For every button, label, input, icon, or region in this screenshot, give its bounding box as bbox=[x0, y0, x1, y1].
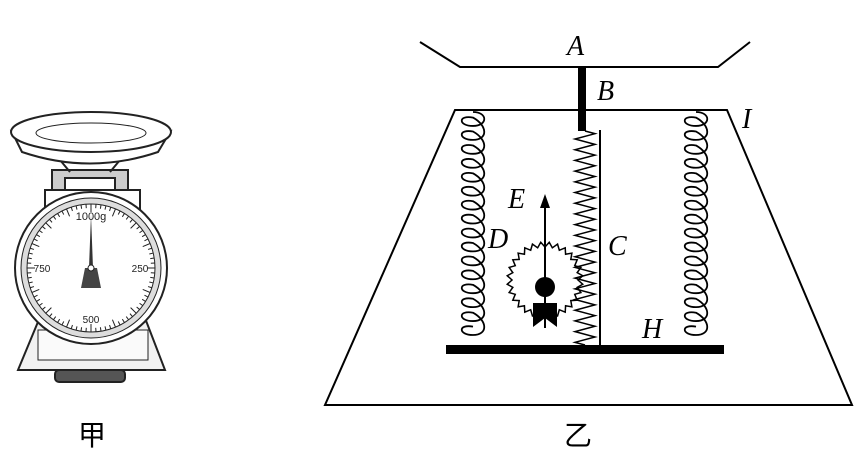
base-plate-H bbox=[446, 345, 724, 354]
counterweight bbox=[533, 303, 557, 327]
label-I: I bbox=[741, 104, 753, 135]
scale-needle bbox=[89, 215, 93, 268]
rod-B bbox=[578, 67, 586, 131]
left-spring bbox=[460, 111, 486, 336]
label-B: B bbox=[597, 76, 614, 107]
scale-mechanism bbox=[323, 41, 854, 406]
arrow-head-icon bbox=[540, 194, 550, 208]
caption-yi: 乙 bbox=[564, 419, 592, 452]
right-spring bbox=[683, 111, 709, 336]
label-H: H bbox=[641, 314, 664, 345]
dial-label-top: 1000g bbox=[76, 211, 107, 223]
gear-pivot bbox=[535, 277, 555, 297]
caption-jia: 甲 bbox=[78, 419, 106, 452]
dial-label-left: 750 bbox=[34, 264, 51, 275]
tray-A bbox=[419, 41, 751, 68]
label-C: C bbox=[608, 231, 627, 262]
housing-I bbox=[323, 109, 854, 406]
label-D: D bbox=[487, 224, 508, 255]
label-A: A bbox=[565, 31, 585, 62]
label-E: E bbox=[507, 184, 525, 215]
scale-foot bbox=[54, 369, 126, 383]
gear-D bbox=[505, 240, 585, 320]
kitchen-scale bbox=[9, 111, 173, 383]
spring-C bbox=[572, 130, 598, 346]
dial-label-bottom: 500 bbox=[83, 315, 100, 326]
dial-label-right: 250 bbox=[132, 264, 149, 275]
